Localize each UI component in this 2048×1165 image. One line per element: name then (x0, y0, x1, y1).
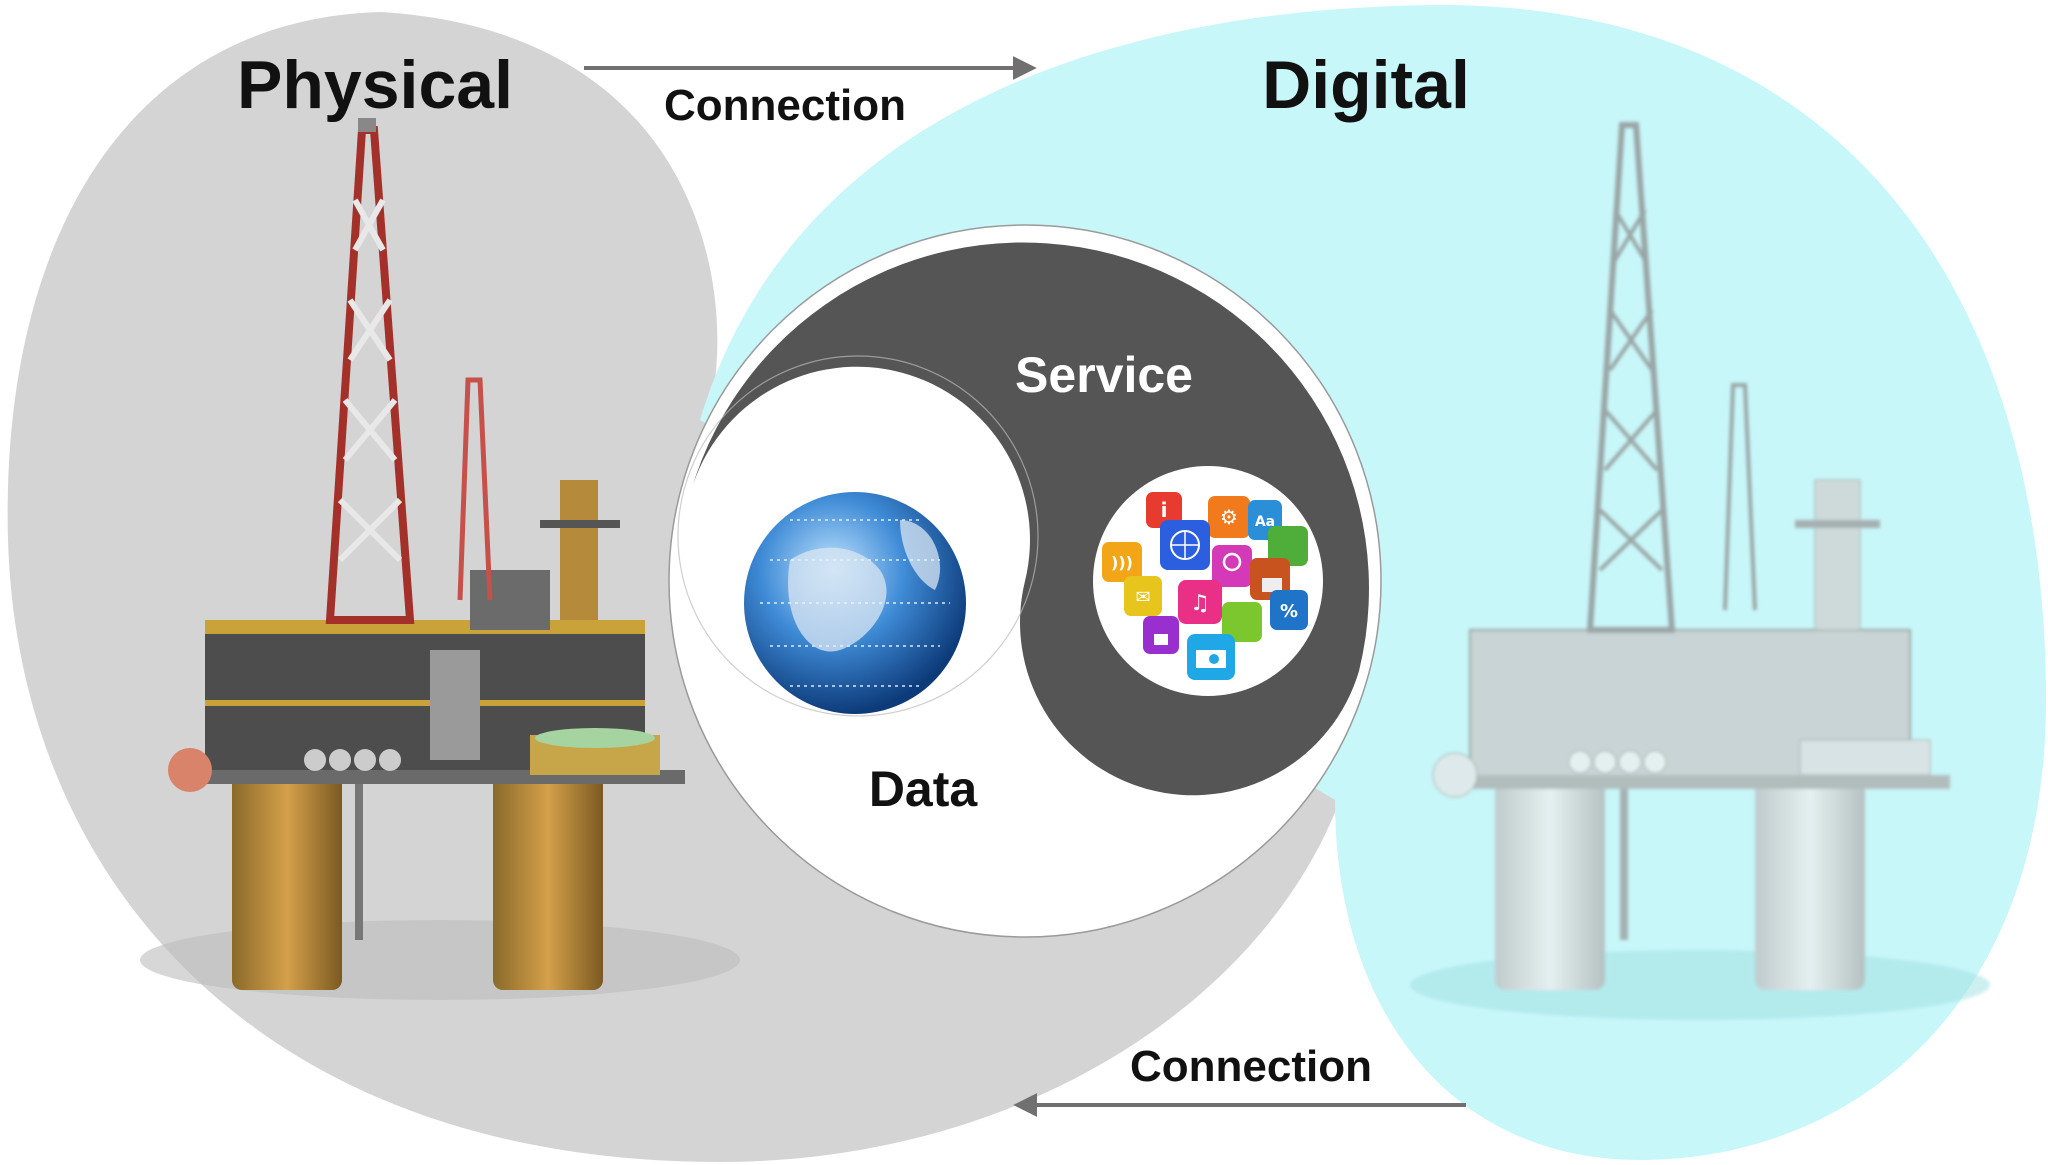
svg-text:Aa: Aa (1255, 514, 1275, 530)
physical-label: Physical (237, 47, 513, 123)
svg-text:%: % (1280, 601, 1298, 622)
service-apps-icon: i ⚙ Aa ))) ✉ ♫ % (1093, 466, 1323, 696)
svg-text:))): ))) (1111, 553, 1133, 572)
app-icon-info: i (1146, 492, 1182, 528)
app-icon-globe (1160, 520, 1210, 570)
app-icon-lock (1143, 616, 1179, 654)
app-icon-search (1212, 545, 1252, 587)
data-globe-icon (744, 492, 966, 714)
connection-label-bottom: Connection (1130, 1042, 1372, 1091)
svg-text:✉: ✉ (1135, 587, 1150, 608)
app-icon-mail: ✉ (1124, 576, 1162, 616)
svg-text:♫: ♫ (1190, 591, 1210, 616)
app-icon-percent: % (1270, 590, 1308, 630)
connection-label-top: Connection (664, 81, 906, 130)
svg-text:⚙: ⚙ (1220, 505, 1238, 529)
svg-text:i: i (1161, 498, 1168, 522)
data-label: Data (869, 761, 979, 817)
app-icon-camera (1187, 634, 1235, 680)
digital-label: Digital (1262, 47, 1470, 123)
service-label: Service (1015, 347, 1193, 403)
app-icon-rss: ))) (1102, 542, 1142, 582)
digital-oil-rig-image (1410, 122, 1990, 1020)
app-icon-cart (1222, 602, 1262, 642)
app-icon-music: ♫ (1178, 580, 1222, 624)
app-icon-chart (1268, 526, 1308, 566)
physical-oil-rig-image (140, 118, 740, 1000)
app-icon-unlock (1250, 558, 1290, 600)
app-icon-settings: ⚙ (1208, 496, 1250, 538)
